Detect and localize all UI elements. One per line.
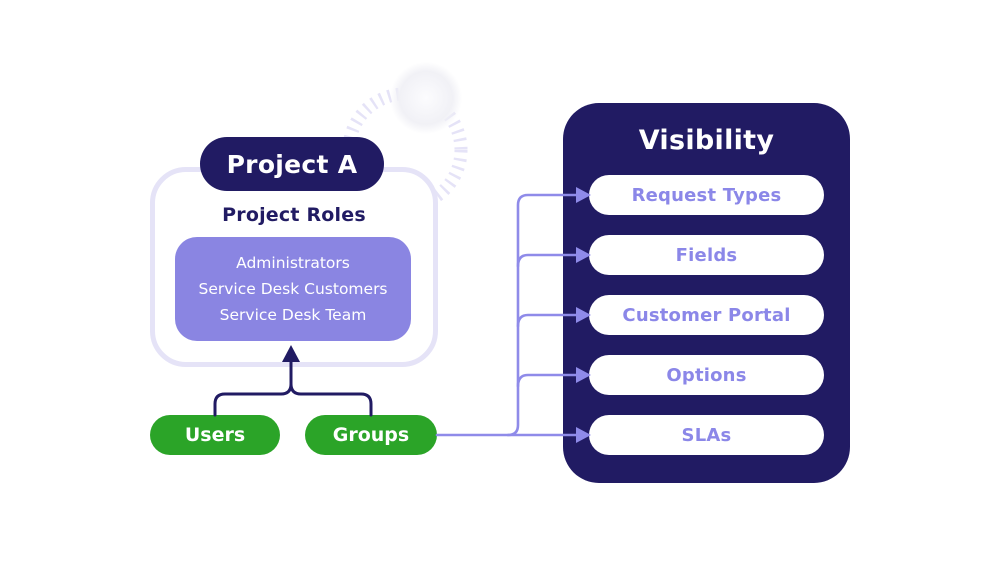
visibility-item-label: Fields <box>675 244 738 266</box>
project-title-label: Project A <box>226 149 358 179</box>
users-to-roles-connector <box>213 359 293 417</box>
visibility-item-slas: SLAs <box>589 415 824 455</box>
groups-to-roles-connector <box>289 382 373 417</box>
visibility-item-customer-portal: Customer Portal <box>589 295 824 335</box>
groups-pill-label: Groups <box>332 424 410 446</box>
role-item-administrators: Administrators <box>236 254 350 272</box>
visibility-item-label: Options <box>666 364 747 386</box>
users-pill: Users <box>150 415 280 455</box>
visibility-item-fields: Fields <box>589 235 824 275</box>
project-title-badge: Project A <box>200 137 384 191</box>
project-roles-box: Administrators Service Desk Customers Se… <box>175 237 411 341</box>
visibility-panel: Visibility Request Types Fields Customer… <box>563 103 850 483</box>
visibility-item-label: Customer Portal <box>622 304 791 326</box>
visibility-item-label: SLAs <box>681 424 732 446</box>
groups-pill: Groups <box>305 415 437 455</box>
visibility-title: Visibility <box>638 125 775 156</box>
users-pill-label: Users <box>184 424 246 446</box>
visibility-item-options: Options <box>589 355 824 395</box>
visibility-item-request-types: Request Types <box>589 175 824 215</box>
project-roles-heading: Project Roles <box>222 204 366 226</box>
visibility-item-label: Request Types <box>631 184 782 206</box>
role-item-service-desk-team: Service Desk Team <box>219 306 367 324</box>
soft-circle-decoration <box>390 62 462 134</box>
role-item-service-desk-customers: Service Desk Customers <box>198 280 388 298</box>
